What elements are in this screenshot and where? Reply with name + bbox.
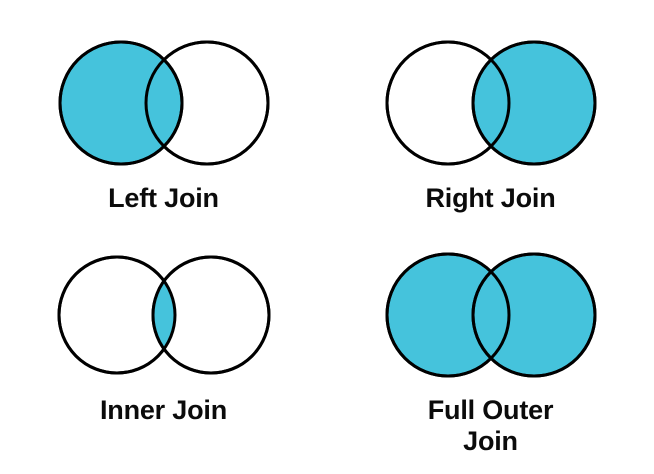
right-set-circle-outline [144, 40, 269, 166]
venn-inner-join [57, 245, 270, 385]
panel-label-left-join: Left Join [108, 183, 219, 213]
venn-right-join-svg [385, 40, 596, 166]
venn-left-join-svg [58, 40, 269, 166]
panel-inner-join: Inner Join [0, 237, 327, 474]
left-set-circle-outline [58, 40, 183, 166]
venn-inner-join-svg [57, 255, 270, 375]
panel-left-join: Left Join [0, 0, 327, 237]
panel-full-outer-join: Full Outer Join [327, 237, 654, 474]
panel-label-full-outer-join: Full Outer Join [427, 395, 554, 457]
panel-right-join: Right Join [327, 0, 654, 237]
left-set-circle-outline [385, 40, 510, 166]
venn-full-outer-join-svg [385, 252, 596, 378]
right-set-circle-outline [471, 252, 596, 378]
venn-left-join [58, 33, 269, 173]
left-set-circle-outline [385, 252, 510, 378]
right-set-circle-outline [151, 255, 270, 375]
venn-full-outer-join [385, 245, 596, 385]
venn-right-join [385, 33, 596, 173]
right-set-circle-outline [471, 40, 596, 166]
panel-label-right-join: Right Join [425, 183, 556, 213]
left-set-circle-outline [57, 255, 176, 375]
panel-label-inner-join: Inner Join [99, 395, 227, 425]
